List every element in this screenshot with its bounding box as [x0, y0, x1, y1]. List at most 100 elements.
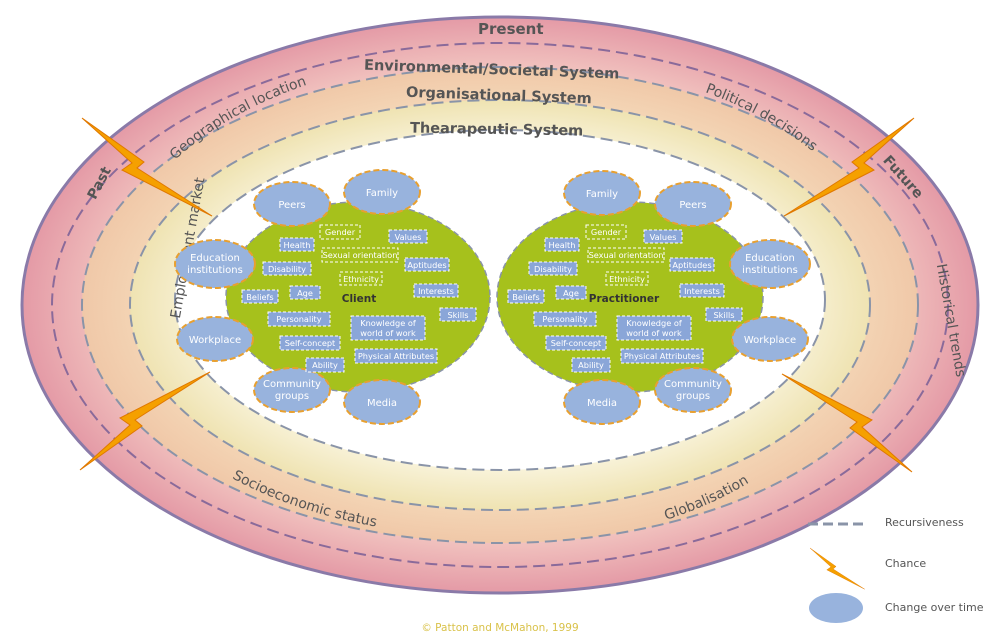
client-core-label: Client — [342, 293, 377, 305]
legend-change-label: Change over time — [885, 601, 984, 614]
practitioner-attr-knowledge-of-work: Knowledge of world of work — [616, 315, 692, 341]
svg-text:institutions: institutions — [187, 265, 243, 276]
practitioner-attr-aptitudes: Aptitudes — [669, 257, 715, 272]
svg-text:Education: Education — [745, 253, 795, 264]
svg-text:Sexual orientation: Sexual orientation — [589, 250, 664, 260]
practitioner-attr-personality: Personality — [533, 311, 597, 327]
svg-text:Workplace: Workplace — [189, 335, 241, 346]
svg-text:Ethnicity: Ethnicity — [609, 274, 645, 284]
practitioner-attr-ability: Ability — [571, 357, 611, 373]
present-recursiveness-line — [51, 42, 949, 568]
chance-lightning-icon — [783, 117, 915, 217]
organisational-system-label: Organisational System — [406, 85, 592, 107]
client-attr-personality: Personality — [267, 311, 331, 327]
practitioner-satellite-education: Education institutions — [729, 239, 811, 289]
change-over-time-legend-icon — [809, 593, 863, 623]
client-satellite-workplace: Workplace — [176, 316, 254, 362]
therapeutic-system-label: Thearapeutic System — [410, 120, 584, 139]
svg-text:Family: Family — [366, 188, 398, 199]
svg-text:Disability: Disability — [268, 264, 306, 274]
svg-text:Aptitudes: Aptitudes — [407, 260, 446, 270]
client-attr-knowledge-of-work: Knowledge of world of work — [350, 315, 426, 341]
practitioner-satellite-family: Family — [563, 170, 641, 216]
client-attr-sexual-orientation: Sexual orientation — [321, 247, 399, 263]
svg-text:institutions: institutions — [742, 265, 798, 276]
present-label: Present — [478, 20, 544, 38]
practitioner-system: Family Peers Education institutions Work… — [496, 170, 811, 425]
client-attr-gender: Gender — [319, 224, 361, 240]
client-attr-aptitudes: Aptitudes — [404, 257, 450, 272]
practitioner-satellite-workplace: Workplace — [731, 316, 809, 362]
client-attr-interests: Interests — [413, 283, 459, 298]
svg-text:Beliefs: Beliefs — [246, 292, 273, 302]
organisational-recursiveness-line — [81, 66, 919, 544]
practitioner-attr-physical-attributes: Physical Attributes — [620, 348, 704, 364]
client-satellite-community: Community groups — [253, 367, 331, 413]
svg-text:Personality: Personality — [276, 314, 321, 324]
chance-lightning-icon — [781, 373, 913, 473]
svg-text:Ability: Ability — [578, 360, 604, 370]
svg-text:Values: Values — [650, 232, 677, 242]
practitioner-attr-self-concept: Self-concept — [545, 335, 607, 351]
client-attr-health: Health — [279, 237, 315, 252]
client-attr-beliefs: Beliefs — [241, 289, 279, 304]
practitioner-attr-beliefs: Beliefs — [507, 289, 545, 304]
practitioner-attr-ethnicity: Ethnicity — [605, 271, 649, 286]
svg-text:Aptitudes: Aptitudes — [672, 260, 711, 270]
client-attr-ability: Ability — [305, 357, 345, 373]
svg-text:Knowledge of: Knowledge of — [626, 318, 683, 328]
practitioner-attr-sexual-orientation: Sexual orientation — [587, 247, 665, 263]
svg-text:Workplace: Workplace — [744, 335, 796, 346]
client-satellite-media: Media — [343, 379, 421, 425]
svg-text:Ethnicity: Ethnicity — [343, 274, 379, 284]
client-attr-values: Values — [388, 229, 428, 244]
svg-text:Beliefs: Beliefs — [512, 292, 539, 302]
svg-text:Interests: Interests — [418, 286, 454, 296]
practitioner-attr-disability: Disability — [528, 261, 578, 276]
svg-text:Age: Age — [297, 288, 313, 298]
practitioner-satellite-community: Community groups — [654, 367, 732, 413]
svg-text:Self-concept: Self-concept — [551, 338, 602, 348]
practitioner-attr-health: Health — [544, 237, 580, 252]
svg-text:Peers: Peers — [679, 200, 706, 211]
client-attr-self-concept: Self-concept — [279, 335, 341, 351]
svg-text:Peers: Peers — [278, 200, 305, 211]
client-attr-ethnicity: Ethnicity — [339, 271, 383, 286]
svg-text:Community: Community — [664, 379, 722, 390]
client-attr-physical-attributes: Physical Attributes — [354, 348, 438, 364]
svg-text:world of work: world of work — [360, 328, 416, 338]
legend: Recursiveness Chance Change over time — [808, 516, 984, 623]
practitioner-core-label: Practitioner — [589, 293, 660, 305]
legend-recursiveness-label: Recursiveness — [885, 516, 964, 529]
practitioner-attr-skills: Skills — [705, 307, 743, 322]
svg-text:Skills: Skills — [447, 310, 468, 320]
svg-text:Skills: Skills — [713, 310, 734, 320]
client-attr-skills: Skills — [439, 307, 477, 322]
svg-text:Interests: Interests — [684, 286, 720, 296]
client-attr-age: Age — [289, 285, 321, 300]
svg-text:groups: groups — [275, 391, 309, 402]
svg-text:groups: groups — [676, 391, 710, 402]
chance-legend-icon — [809, 547, 865, 590]
svg-text:Knowledge of: Knowledge of — [360, 318, 417, 328]
svg-text:Community: Community — [263, 379, 321, 390]
svg-text:Physical Attributes: Physical Attributes — [624, 351, 700, 361]
svg-text:Self-concept: Self-concept — [285, 338, 336, 348]
client-satellite-peers: Peers — [253, 181, 331, 227]
client-satellite-education: Education institutions — [174, 239, 256, 289]
practitioner-attr-interests: Interests — [679, 283, 725, 298]
practitioner-attr-gender: Gender — [585, 224, 627, 240]
svg-text:Physical Attributes: Physical Attributes — [358, 351, 434, 361]
svg-text:Gender: Gender — [325, 227, 356, 237]
practitioner-satellite-media: Media — [563, 379, 641, 425]
practitioner-satellite-peers: Peers — [654, 181, 732, 227]
svg-text:Disability: Disability — [534, 264, 572, 274]
svg-text:world of work: world of work — [626, 328, 682, 338]
svg-text:Family: Family — [586, 189, 618, 200]
client-satellite-family: Family — [343, 169, 421, 215]
chance-lightning-icon — [81, 117, 213, 217]
svg-text:Age: Age — [563, 288, 579, 298]
chance-lightning-icon — [79, 371, 211, 471]
